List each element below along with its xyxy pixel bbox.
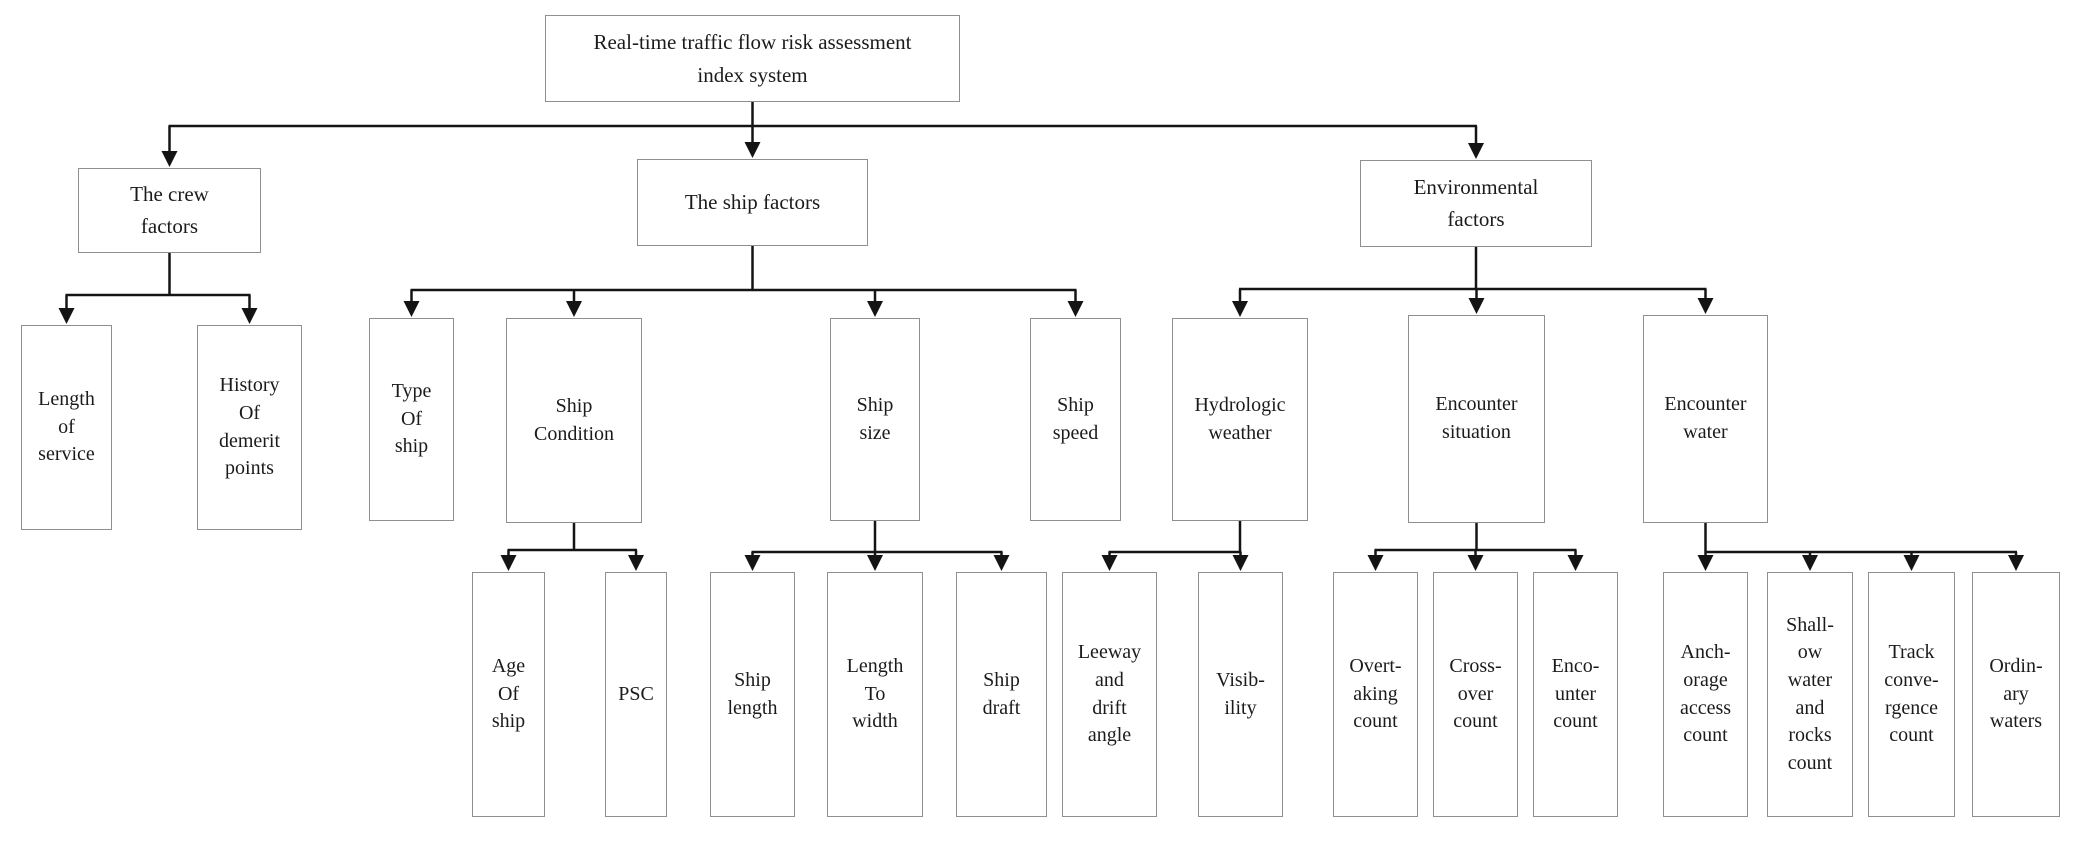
connector-root	[161, 102, 1484, 167]
node-ship-draft: Ship draft	[956, 572, 1047, 817]
connector-ship-factors	[403, 246, 1084, 317]
connector-encounter-water	[1697, 523, 2024, 571]
node-environmental-factors: Environmental factors	[1360, 160, 1592, 247]
connector-ship-condition	[500, 523, 644, 571]
connector-ship-size	[744, 521, 1010, 571]
node-leeway-and-drift-angle: Leeway and drift angle	[1062, 572, 1157, 817]
node-hydrologic-weather: Hydrologic weather	[1172, 318, 1308, 521]
node-root: Real-time traffic flow risk assessment i…	[545, 15, 960, 102]
node-shallow-water-and-rocks-count: Shall- ow water and rocks count	[1767, 572, 1853, 817]
connector-encounter-situation	[1367, 523, 1584, 571]
node-encounter-count: Enco- unter count	[1533, 572, 1618, 817]
connector-environmental-factors	[1232, 247, 1714, 317]
node-length-to-width: Length To width	[827, 572, 923, 817]
node-ship-length: Ship length	[710, 572, 795, 817]
connector-crew-factors	[58, 253, 258, 324]
node-history-of-demerit-points: History Of demerit points	[197, 325, 302, 530]
node-track-convergence-count: Track conve- rgence count	[1868, 572, 1955, 817]
node-crossover-count: Cross- over count	[1433, 572, 1518, 817]
node-encounter-situation: Encounter situation	[1408, 315, 1545, 523]
node-overtaking-count: Overt- aking count	[1333, 572, 1418, 817]
node-anchorage-access-count: Anch- orage access count	[1663, 572, 1748, 817]
node-ordinary-waters: Ordin- ary waters	[1972, 572, 2060, 817]
node-ship-size: Ship size	[830, 318, 920, 521]
node-ship-factors: The ship factors	[637, 159, 868, 246]
node-ship-speed: Ship speed	[1030, 318, 1121, 521]
node-ship-condition: Ship Condition	[506, 318, 642, 523]
node-psc: PSC	[605, 572, 667, 817]
connector-hydrologic-weather	[1101, 521, 1249, 571]
node-age-of-ship: Age Of ship	[472, 572, 545, 817]
node-type-of-ship: Type Of ship	[369, 318, 454, 521]
node-length-of-service: Length of service	[21, 325, 112, 530]
node-encounter-water: Encounter water	[1643, 315, 1768, 523]
node-visibility: Visib- ility	[1198, 572, 1283, 817]
node-crew-factors: The crew factors	[78, 168, 261, 253]
